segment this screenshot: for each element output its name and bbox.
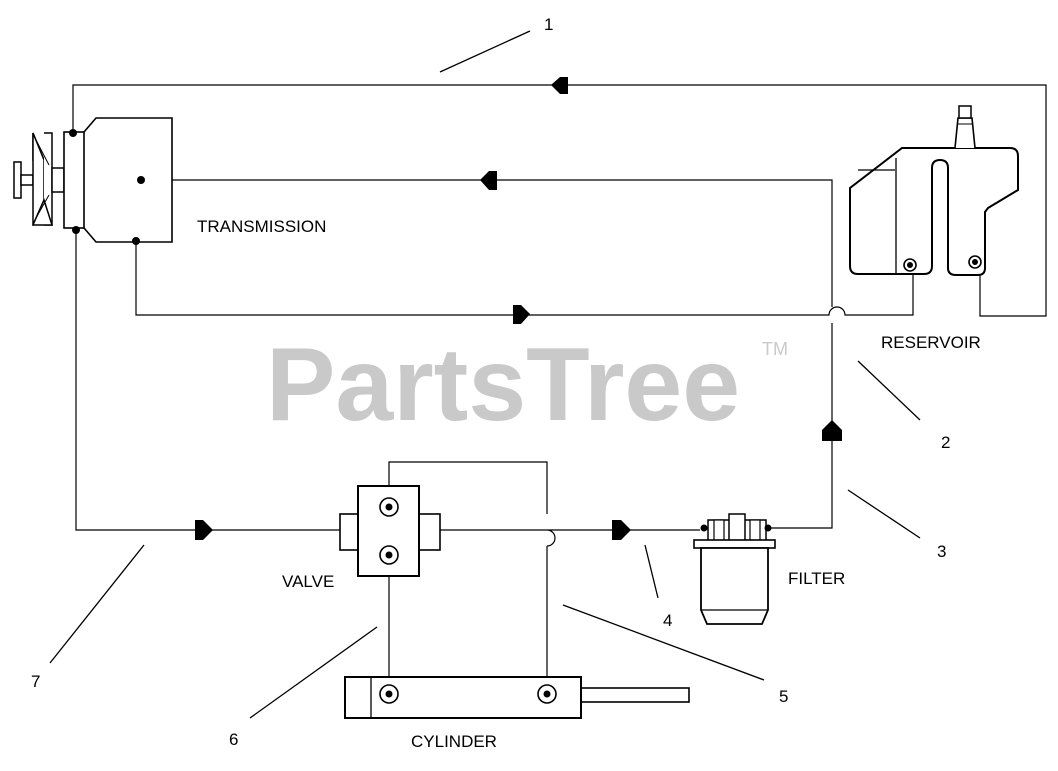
filter-label: FILTER xyxy=(788,569,845,588)
pipe-line-5 xyxy=(388,461,548,690)
leader-line-4 xyxy=(644,544,659,599)
control-valve xyxy=(339,485,441,577)
leader-line-5 xyxy=(562,604,765,681)
callout-6: 6 xyxy=(229,730,238,749)
pipe-line-1 xyxy=(72,84,1047,317)
pipe-line-4 xyxy=(440,529,700,547)
flow-arrow-right-return xyxy=(513,305,530,324)
leader-line-7 xyxy=(49,544,145,664)
leader-line-1 xyxy=(439,30,531,73)
valve-label: VALVE xyxy=(282,572,334,591)
reservoir-tank xyxy=(849,105,1019,276)
pipe-transmission-to-reservoir xyxy=(135,240,914,316)
flow-arrow-up-filter xyxy=(822,420,842,441)
flow-arrow-right-line-7 xyxy=(195,520,213,540)
callout-3: 3 xyxy=(937,542,946,561)
watermark-trademark: TM xyxy=(762,339,788,359)
callout-4: 4 xyxy=(663,611,672,630)
leader-line-6 xyxy=(249,626,378,719)
leader-line-2 xyxy=(857,360,921,421)
callout-2: 2 xyxy=(941,433,950,452)
leader-line-3 xyxy=(847,489,921,539)
pipe-line-7 xyxy=(75,230,340,531)
flow-arrow-left-top xyxy=(551,77,568,94)
cylinder-label: CYLINDER xyxy=(411,732,497,751)
callout-1: 1 xyxy=(544,15,553,34)
transmission-label: TRANSMISSION xyxy=(197,217,326,236)
reservoir-label: RESERVOIR xyxy=(881,333,981,352)
oil-filter xyxy=(693,513,776,625)
flow-arrow-right-line-4 xyxy=(612,520,631,540)
hydraulic-cylinder xyxy=(344,676,690,719)
flow-arrow-left-middle xyxy=(480,171,497,190)
transmission-unit xyxy=(13,117,173,245)
callout-5: 5 xyxy=(779,687,788,706)
pipe-filter-to-transmission xyxy=(141,179,833,529)
watermark-text: PartsTree xyxy=(266,327,740,443)
callout-7: 7 xyxy=(31,672,40,691)
